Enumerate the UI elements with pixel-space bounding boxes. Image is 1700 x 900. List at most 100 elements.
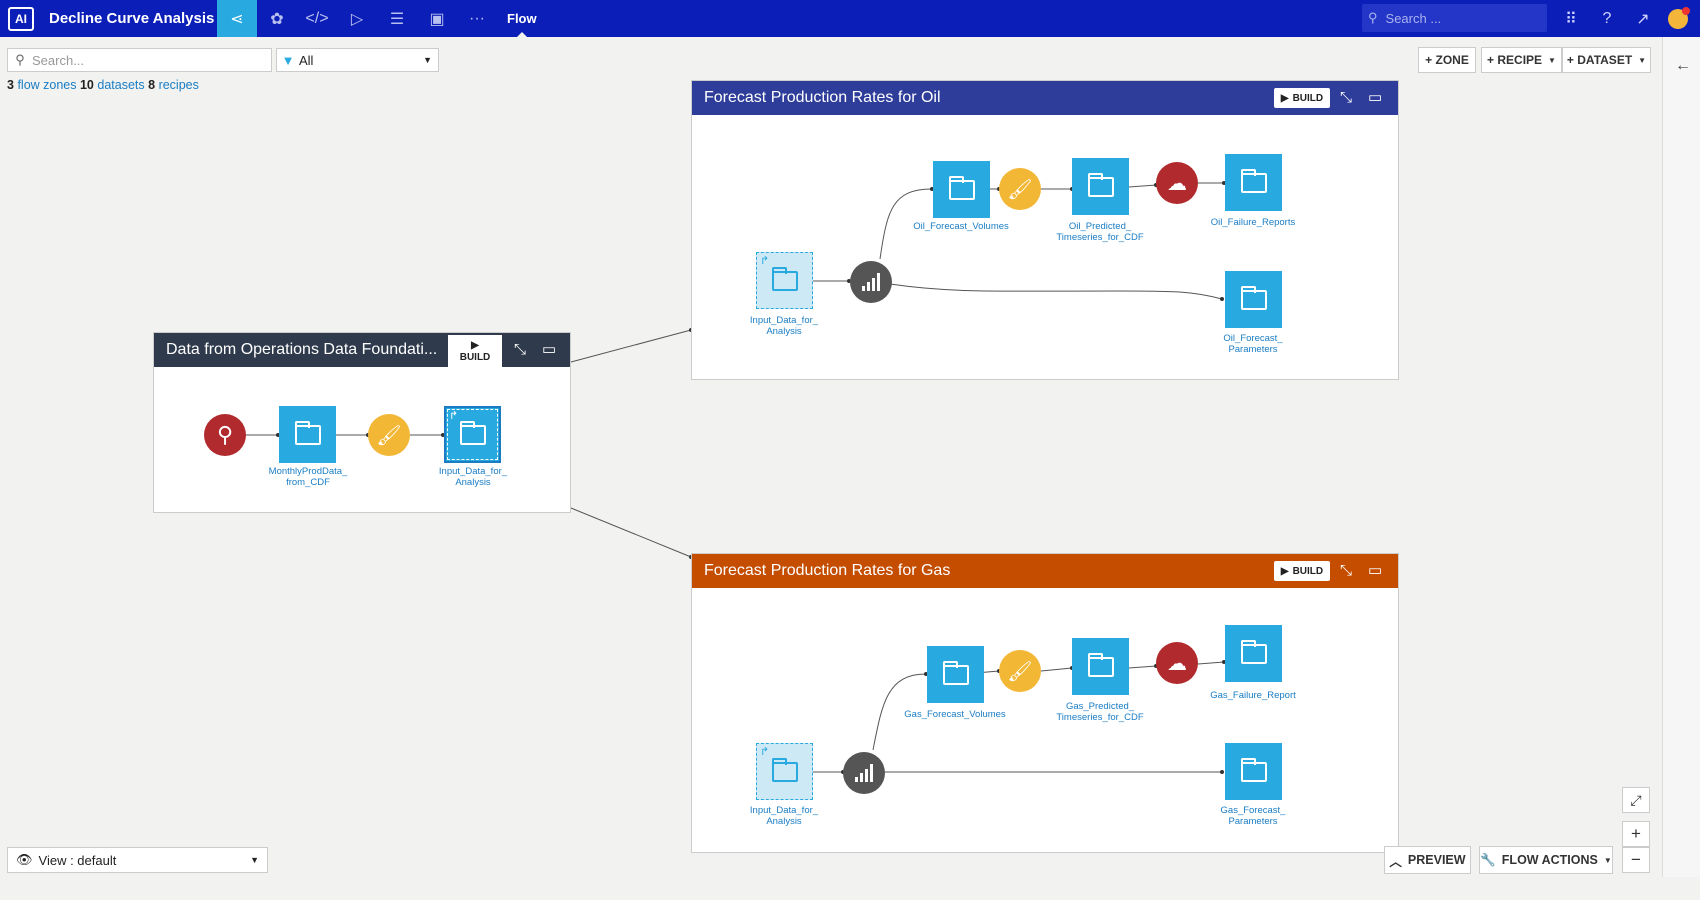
apps-grid-icon[interactable]: ⠿ — [1565, 10, 1577, 28]
add-zone-button[interactable]: + ZONE — [1418, 47, 1476, 73]
prepare-recipe[interactable]: 🖌 — [999, 168, 1041, 210]
flow-zone-gas[interactable]: Forecast Production Rates for Gas ▶ BUIL… — [691, 553, 1399, 853]
project-title[interactable]: Decline Curve Analysis — [49, 10, 215, 27]
datasets-link[interactable]: datasets — [97, 78, 145, 92]
flow-summary: 3 flow zones 10 datasets 8 recipes — [7, 78, 199, 92]
folder-icon — [1240, 285, 1267, 310]
zoom-in-button[interactable]: + — [1622, 821, 1650, 847]
run-icon[interactable]: ▷ — [350, 10, 364, 28]
dataset-label[interactable]: MonthlyProdData_from_CDF — [268, 466, 348, 488]
play-icon: ▶ — [471, 339, 479, 351]
dataset-gas-forecast-params[interactable] — [1225, 743, 1282, 800]
folder-icon — [771, 266, 798, 291]
recipes-link[interactable]: recipes — [158, 78, 199, 92]
collapse-icon[interactable]: ⤡ — [514, 341, 527, 358]
dataset-input-data[interactable]: ↱ — [444, 406, 501, 463]
dataset-label[interactable]: Gas_Failure_Report — [1210, 690, 1296, 701]
flow-search-input[interactable]: ⚲ Search... — [7, 48, 272, 72]
build-zone-button[interactable]: ▶ BUILD — [448, 335, 502, 367]
dataset-oil-failure-reports[interactable] — [1225, 154, 1282, 211]
more-icon[interactable]: ··· — [469, 9, 485, 27]
trend-icon[interactable]: ↗ — [1636, 10, 1650, 28]
add-recipe-button[interactable]: + RECIPE▼ — [1481, 47, 1562, 73]
right-side-panel: ← — [1662, 37, 1700, 877]
filter-icon: ▼ — [281, 52, 295, 68]
maximize-icon[interactable]: ▭ — [1368, 562, 1383, 579]
maximize-icon[interactable]: ▭ — [1368, 89, 1383, 106]
zone-title: Data from Operations Data Foundati... — [166, 341, 438, 358]
dataset-oil-forecast-volumes[interactable] — [933, 161, 990, 218]
build-zone-button[interactable]: ▶ BUILD — [1274, 88, 1330, 108]
build-label: BUILD — [1292, 92, 1324, 104]
zoom-out-button[interactable]: − — [1622, 847, 1650, 873]
prepare-recipe[interactable]: 🖌 — [999, 650, 1041, 692]
filter-value: All — [299, 52, 314, 68]
fit-view-button[interactable]: ⤢ — [1622, 787, 1650, 813]
dataset-input-data[interactable]: ↱ — [756, 743, 813, 800]
dataset-label[interactable]: Gas_Predicted_Timeseries_for_CDF — [1056, 701, 1144, 723]
forecast-recipe[interactable] — [843, 752, 885, 794]
build-label: BUILD — [1292, 565, 1324, 577]
global-search-input[interactable]: ⚲ Search ... — [1362, 4, 1547, 32]
share-arrow-icon: ↱ — [760, 255, 770, 267]
deploy-icon[interactable]: ☰ — [389, 10, 405, 28]
dataset-oil-forecast-params[interactable] — [1225, 271, 1282, 328]
dataset-label[interactable]: Oil_Forecast_Volumes — [913, 221, 1009, 232]
help-icon[interactable]: ? — [1602, 9, 1612, 27]
arrow-left-icon[interactable]: ← — [1675, 57, 1691, 74]
view-select[interactable]: 👁 View : default ▼ — [7, 847, 268, 873]
dashboard-icon[interactable]: ▣ — [429, 10, 445, 28]
nav-section-flow[interactable]: Flow — [507, 0, 537, 37]
dataset-label[interactable]: Gas_Forecast_Volumes — [904, 709, 1006, 720]
chevron-down-icon: ▼ — [1638, 55, 1647, 65]
build-zone-button[interactable]: ▶ BUILD — [1274, 561, 1330, 581]
flow-zone-source[interactable]: Data from Operations Data Foundati... ▶ … — [153, 332, 571, 513]
collapse-icon[interactable]: ⤡ — [1340, 562, 1353, 579]
dataset-label[interactable]: Oil_Failure_Reports — [1210, 217, 1296, 228]
dataset-label[interactable]: Oil_Forecast_Parameters — [1223, 333, 1283, 355]
dataset-gas-predicted[interactable] — [1072, 638, 1129, 695]
dataset-gas-forecast-volumes[interactable] — [927, 646, 984, 703]
dataset-input-data[interactable]: ↱ — [756, 252, 813, 309]
zones-link[interactable]: flow zones — [17, 78, 77, 92]
global-search-placeholder: Search ... — [1385, 10, 1442, 26]
folder-icon — [948, 175, 975, 200]
export-recipe[interactable]: ☁ — [1156, 642, 1198, 684]
cloud-upload-icon: ☁ — [1167, 652, 1187, 675]
code-icon[interactable]: </> — [305, 9, 329, 27]
preview-button[interactable]: ︿ PREVIEW — [1384, 846, 1471, 874]
app-logo[interactable]: AI — [8, 6, 34, 31]
search-icon: ⚲ — [1368, 10, 1378, 25]
dataset-label[interactable]: Input_Data_for_Analysis — [749, 315, 819, 337]
maximize-icon[interactable]: ▭ — [542, 341, 557, 358]
dataset-label[interactable]: Input_Data_for_Analysis — [749, 805, 819, 827]
folder-icon — [1240, 757, 1267, 782]
dataset-label[interactable]: Input_Data_for_Analysis — [438, 466, 508, 488]
flow-icon[interactable]: ⋖ — [217, 0, 257, 37]
add-dataset-button[interactable]: + DATASET▼ — [1562, 47, 1651, 73]
dataset-gas-failure-report[interactable] — [1225, 625, 1282, 682]
dataset-monthly-prod[interactable] — [279, 406, 336, 463]
build-label: BUILD — [459, 351, 491, 363]
folder-icon — [1240, 168, 1267, 193]
lab-icon[interactable]: ✿ — [270, 10, 284, 28]
forecast-recipe[interactable] — [850, 261, 892, 303]
prepare-recipe[interactable]: 🖌 — [368, 414, 410, 456]
flow-zone-oil[interactable]: Forecast Production Rates for Oil ▶ BUIL… — [691, 80, 1399, 380]
collapse-icon[interactable]: ⤡ — [1340, 89, 1353, 106]
dataset-label[interactable]: Gas_Forecast_Parameters — [1220, 805, 1286, 827]
export-recipe[interactable]: ☁ — [1156, 162, 1198, 204]
flow-filter-select[interactable]: ▼ All ▼ — [276, 48, 439, 72]
avatar[interactable] — [1668, 6, 1690, 29]
recipes-count: 8 — [148, 78, 156, 92]
brush-icon: 🖌 — [376, 424, 402, 447]
folder-icon — [1240, 639, 1267, 664]
expand-icon: ⤢ — [1630, 791, 1642, 808]
dataset-label[interactable]: Oil_Predicted_Timeseries_for_CDF — [1056, 221, 1144, 243]
chevron-down-icon: ▼ — [250, 855, 259, 865]
dataset-oil-predicted[interactable] — [1072, 158, 1129, 215]
wrench-icon: 🔧 — [1480, 852, 1496, 867]
folder-icon — [459, 420, 486, 445]
flow-actions-button[interactable]: 🔧 FLOW ACTIONS ▼ — [1479, 846, 1613, 874]
cdf-connector-recipe[interactable]: ⚲ — [204, 414, 246, 456]
